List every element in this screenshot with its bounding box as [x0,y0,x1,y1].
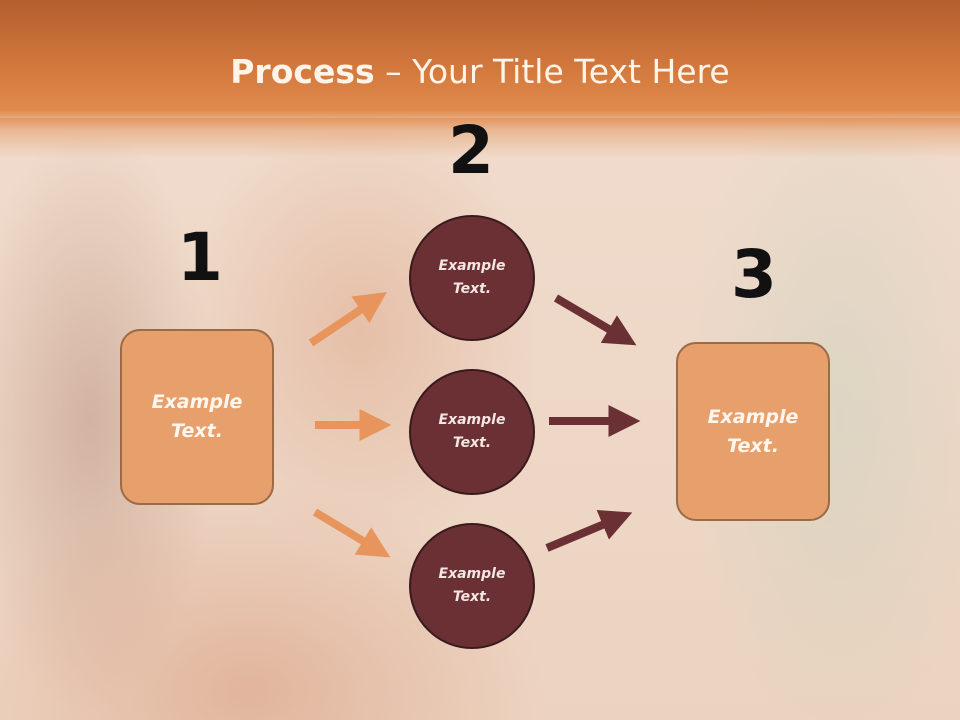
arrow-left-to-top [308,291,387,347]
right-box-label: Example Text. [707,405,799,457]
slide-title: Process – Your Title Text Here [0,52,960,91]
title-bold: Process [230,52,375,91]
arrow-left-to-bottom [312,508,391,558]
circle-middle-label: Example Text. [438,412,506,451]
left-step-box[interactable]: Example Text. [120,329,274,505]
header-fade [0,118,960,158]
step-number-1: 1 [177,219,223,296]
left-box-label: Example Text. [151,391,243,442]
step-number-3: 3 [731,236,777,313]
circle-top-label: Example Text. [438,258,506,297]
circle-top[interactable]: Example Text. [409,215,535,341]
circle-bottom-label: Example Text. [438,566,506,605]
circle-middle[interactable]: Example Text. [409,369,535,495]
arrow-top-to-right [553,294,637,346]
header-band [0,0,960,130]
arrow-bottom-to-right [545,510,633,552]
step-number-2: 2 [448,112,494,189]
title-rest: – Your Title Text Here [374,52,730,91]
right-step-box[interactable]: Example Text. [676,342,830,521]
circle-bottom[interactable]: Example Text. [409,523,535,649]
